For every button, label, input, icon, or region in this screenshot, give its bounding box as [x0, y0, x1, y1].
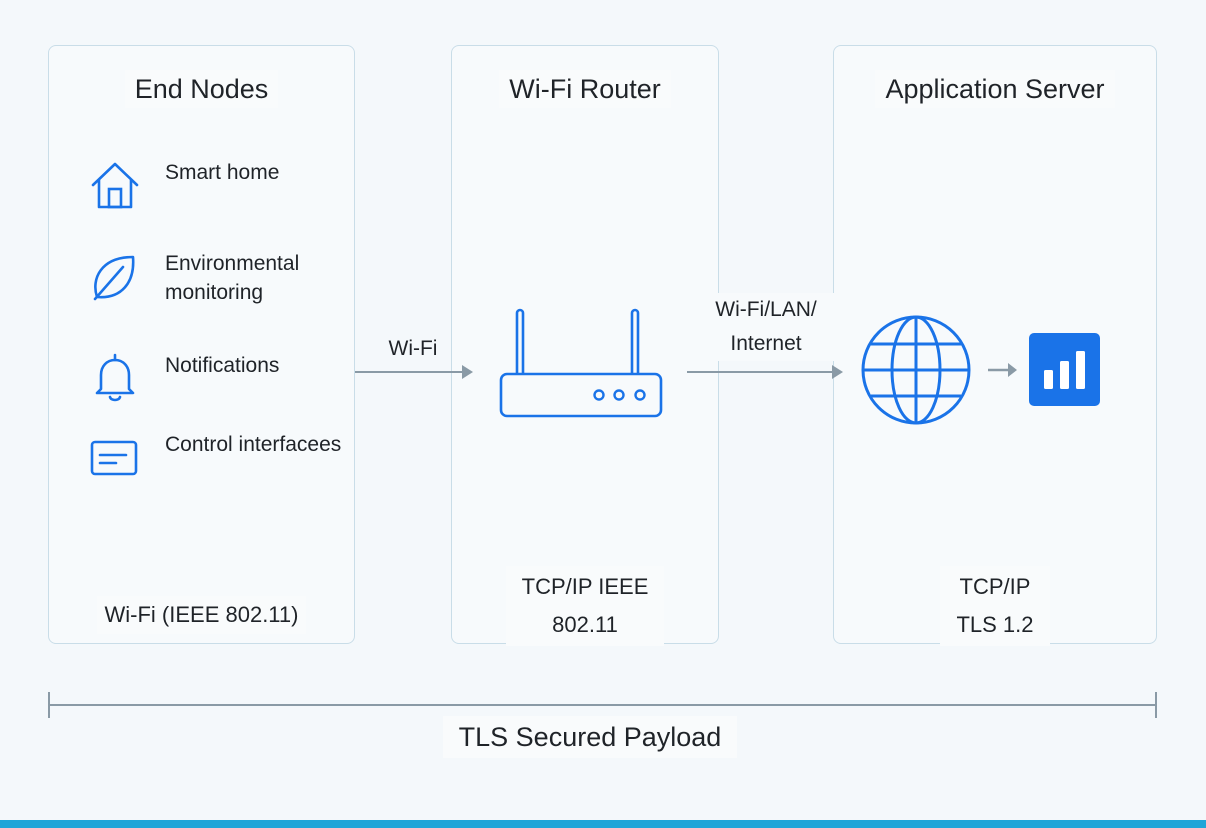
router-footer-line1: TCP/IP IEEE	[513, 568, 657, 606]
server-title: Application Server	[834, 70, 1156, 108]
node-label: Control interfacees	[165, 433, 342, 456]
router-panel: Wi-Fi Router TCP/IP IEEE 802.11	[451, 45, 719, 646]
end-nodes-footer: Wi-Fi (IEEE 802.11)	[49, 596, 354, 634]
node-label: Environmental monitoring	[165, 252, 300, 304]
bell-icon	[87, 351, 143, 407]
link-label-line1: Wi-Fi/LAN/	[715, 298, 817, 321]
server-panel: Application Server	[833, 45, 1157, 646]
globe-icon	[860, 314, 972, 426]
link-label-wifi: Wi-Fi	[388, 337, 438, 360]
server-footer-line2: TLS 1.2	[948, 606, 1042, 644]
link-label-line2: Internet	[730, 332, 802, 355]
arrow-nodes-to-router	[355, 362, 477, 382]
control-panel-icon	[87, 430, 143, 486]
router-footer: TCP/IP IEEE 802.11	[452, 566, 718, 646]
arrow-right-icon	[986, 360, 1020, 380]
arrow-router-to-server	[687, 362, 847, 382]
bar-chart-app-icon	[1029, 333, 1100, 406]
node-label: Notifications	[165, 354, 280, 377]
link-label-internet: Wi-Fi/LAN/ Internet	[690, 293, 842, 361]
node-smart-home: Smart home	[87, 158, 347, 218]
house-icon	[87, 158, 143, 214]
span-bracket	[48, 690, 1158, 720]
bottom-accent-bar	[0, 820, 1206, 828]
span-label: TLS Secured Payload	[0, 716, 1180, 758]
node-control-interfaces: Control interfacees	[87, 430, 347, 490]
server-footer-line1: TCP/IP	[951, 568, 1039, 606]
router-title: Wi-Fi Router	[452, 70, 718, 108]
end-nodes-panel: End Nodes Smart home Environmental monit…	[48, 45, 355, 644]
node-notifications: Notifications	[87, 351, 347, 411]
node-label: Smart home	[165, 161, 280, 184]
leaf-icon	[87, 249, 143, 305]
end-nodes-title: End Nodes	[49, 70, 354, 108]
node-environmental-monitoring: Environmental monitoring	[87, 249, 347, 309]
server-footer: TCP/IP TLS 1.2	[834, 566, 1156, 646]
router-icon	[498, 308, 668, 420]
router-footer-line2: 802.11	[544, 606, 626, 644]
